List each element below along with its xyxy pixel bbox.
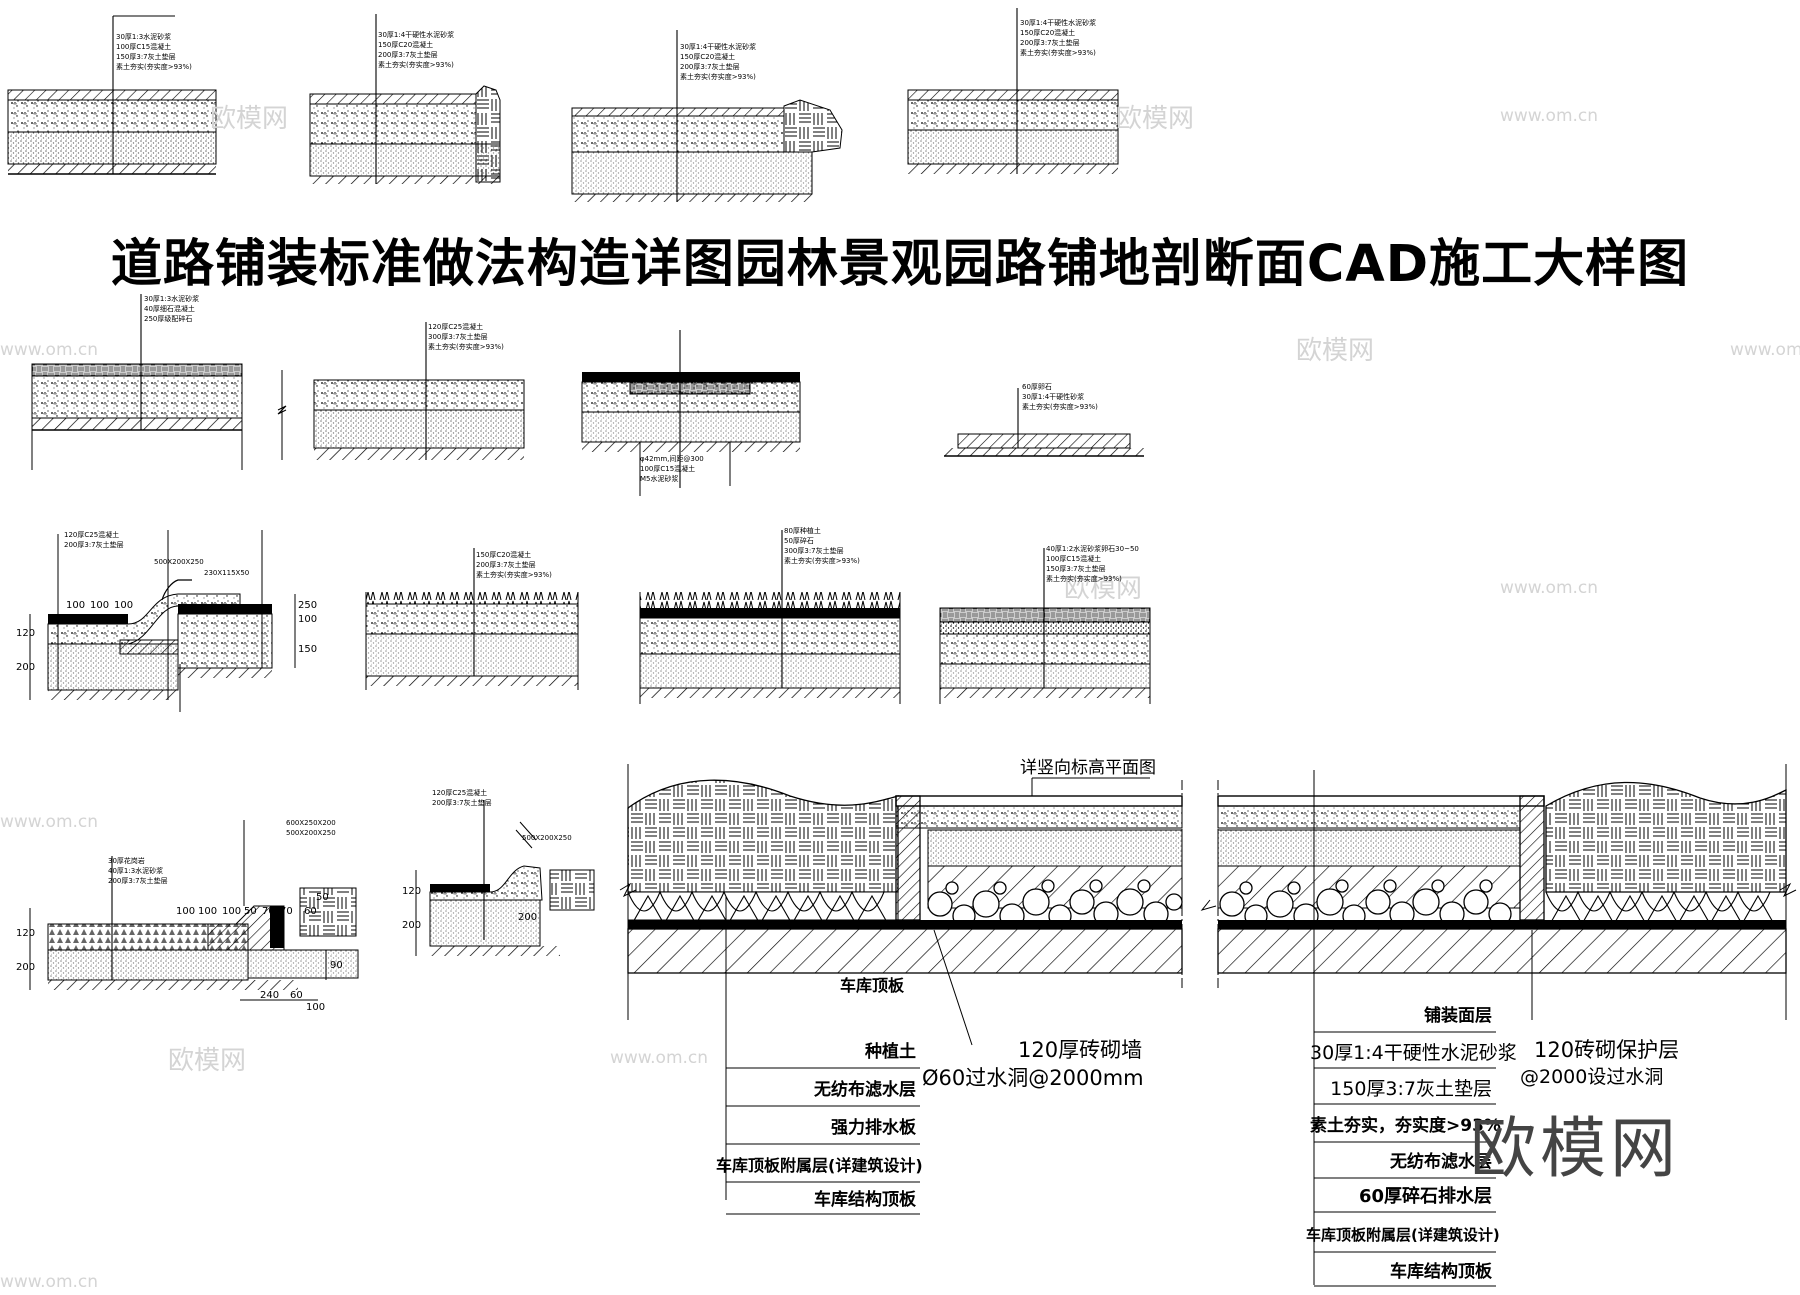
watermark-name: 欧模网: [1296, 336, 1375, 366]
detail-5-section: [31, 294, 287, 470]
protect-layer-label: 120砖砌保护层: [1534, 1038, 1680, 1062]
watermark-url: www.om.cn: [1500, 106, 1599, 126]
left-legend-item: 强力排水板: [831, 1118, 916, 1138]
dim-label: 200: [402, 920, 422, 931]
dim-label: 100: [298, 614, 318, 625]
dim-label: 100: [198, 906, 218, 917]
dim-label: 120: [16, 628, 36, 639]
watermark-name: 欧模网: [1116, 104, 1195, 134]
dim-label: 70: [262, 906, 275, 917]
dim-label: 100: [114, 600, 134, 611]
detail-9-section: [29, 530, 296, 712]
callout-elevation-plan: 详竖向标高平面图: [1020, 758, 1156, 778]
dim-label: 50: [316, 892, 329, 903]
dim-label: 60: [304, 906, 317, 917]
detail-7-section: [581, 330, 801, 496]
detail-14-section: [415, 800, 595, 956]
watermark-url: www.om.cn: [610, 1048, 709, 1068]
dim-label: 120: [402, 886, 422, 897]
watermark-url: www.om.cn: [0, 812, 99, 832]
detail-2-section: [309, 14, 501, 184]
dim-label: 60: [290, 990, 303, 1001]
left-legend-item: 无纺布滤水层: [814, 1080, 916, 1100]
detail-6-section: [313, 322, 525, 460]
detail-3-section: [571, 30, 843, 202]
left-legend-item: 车库顶板附属层(详建筑设计): [716, 1156, 923, 1175]
dim-label: 50: [244, 906, 257, 917]
brand-watermark: 欧模网: [1470, 1110, 1680, 1187]
dim-label: 120: [16, 928, 36, 939]
watermark-name: 欧模网: [210, 104, 289, 134]
right-legend-item: 车库顶板附属层(详建筑设计): [1306, 1226, 1500, 1244]
dim-label: 200: [16, 962, 36, 973]
slab-label: 车库顶板: [840, 976, 905, 995]
page-title: 道路铺装标准做法构造详图园林景观园路铺地剖断面CAD施工大样图: [110, 235, 1690, 294]
detail-1-section: [7, 15, 217, 175]
watermark-name: 欧模网: [1064, 574, 1143, 604]
detail-10-section: [365, 548, 579, 690]
dim-label: 240: [260, 990, 280, 1001]
detail-13-section: [29, 820, 359, 1001]
right-legend-item: 无纺布滤水层: [1390, 1152, 1492, 1172]
dim-label: 250: [298, 600, 318, 611]
drain-hole-label: Ø60过水洞@2000mm: [922, 1066, 1144, 1090]
garage-roof-section: [619, 764, 1797, 1287]
right-legend-item: 30厚1:4干硬性水泥砂浆: [1310, 1042, 1517, 1064]
detail-11-section: [639, 530, 901, 704]
detail-4-section: [907, 8, 1119, 174]
dim-label: 100: [306, 1002, 326, 1013]
dim-label: 70: [280, 906, 293, 917]
watermark-url: www.om.cn: [1730, 340, 1800, 360]
right-legend-item: 60厚碎石排水层: [1358, 1186, 1492, 1207]
detail-8-section: [944, 388, 1144, 457]
dim-label: 100: [66, 600, 86, 611]
watermark-url: www.om.cn: [1500, 578, 1599, 598]
dim-label: 90: [330, 960, 343, 971]
right-legend-item: 150厚3:7灰土垫层: [1330, 1078, 1492, 1100]
dim-label: 100: [176, 906, 196, 917]
dim-label: 200: [16, 662, 36, 673]
dim-label: 150: [298, 644, 318, 655]
watermark-url: www.om.cn: [0, 1272, 99, 1292]
watermark-url: www.om.cn: [0, 340, 99, 360]
right-legend-item: 素土夯实，夯实度>93%: [1310, 1116, 1501, 1136]
right-legend-item: 车库结构顶板: [1390, 1262, 1492, 1282]
protect-hole-label: @2000设过水洞: [1520, 1066, 1664, 1088]
left-legend-item: 车库结构顶板: [814, 1190, 916, 1210]
dim-label: 100: [222, 906, 242, 917]
dim-label: 100: [90, 600, 110, 611]
brick-wall-label: 120厚砖砌墙: [1018, 1038, 1143, 1062]
left-legend-item: 种植土: [865, 1042, 916, 1062]
watermark-name: 欧模网: [168, 1046, 247, 1076]
dim-label: 200: [518, 912, 538, 923]
detail-12-section: [939, 548, 1151, 704]
right-legend-item: 铺装面层: [1424, 1006, 1492, 1026]
